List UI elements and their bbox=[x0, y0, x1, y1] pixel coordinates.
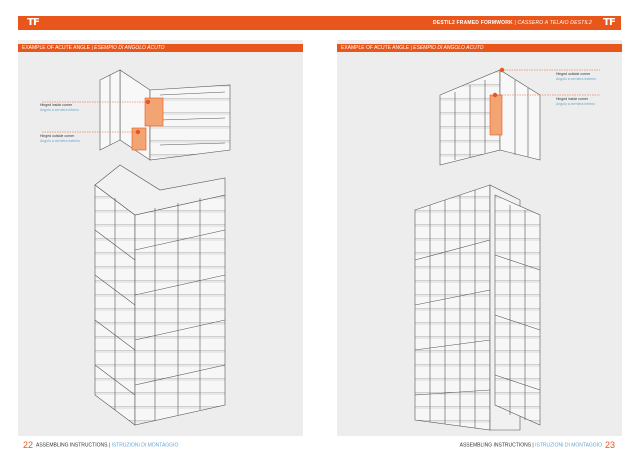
left-section-en: EXAMPLE OF ACUTE ANGLE bbox=[22, 45, 91, 51]
left-callout-2-en: Hinged outside corner bbox=[40, 134, 75, 138]
right-footer-it: ISTRUZIONI DI MONTAGGIO bbox=[535, 442, 602, 449]
header-bar bbox=[18, 16, 621, 30]
left-detail-drawing bbox=[99, 69, 231, 161]
right-callout-marker-1 bbox=[499, 67, 505, 73]
left-callout-marker-2 bbox=[135, 129, 141, 135]
left-callout-1-en: Hinged inside corner bbox=[40, 103, 73, 107]
left-main-drawing bbox=[94, 164, 226, 426]
left-section-title: EXAMPLE OF ACUTE ANGLE | ESEMPIO DI ANGO… bbox=[18, 44, 303, 52]
right-section-en: EXAMPLE OF ACUTE ANGLE bbox=[341, 45, 410, 51]
right-detail-drawing bbox=[439, 69, 541, 166]
left-callout-2: Hinged outside corner Angolo a cerniera … bbox=[40, 134, 80, 143]
right-callout-2-it: Angolo a cerniera interno bbox=[556, 101, 596, 106]
right-callout-marker-2 bbox=[492, 92, 498, 98]
left-section-it: ESEMPIO DI ANGOLO ACUTO bbox=[94, 45, 165, 51]
left-footer-it: ISTRUZIONI DI MONTAGGIO bbox=[111, 442, 179, 449]
left-callout-marker-1 bbox=[145, 99, 151, 105]
tf-logo-right: TF bbox=[603, 17, 616, 28]
header-title-en: DESTIL2 FRAMED FORMWORK bbox=[432, 20, 513, 26]
header-separator: | bbox=[512, 20, 518, 26]
right-callout-2-en: Hinged inside corner bbox=[556, 97, 589, 101]
right-footer-en: ASSEMBLING INSTRUCTIONS bbox=[459, 442, 532, 449]
right-main-drawing bbox=[414, 184, 541, 431]
header-title: DESTIL2 FRAMED FORMWORK | CASSERO A TELA… bbox=[433, 19, 592, 27]
left-footer-separator: | bbox=[107, 442, 112, 449]
tf-logo-left: TF bbox=[27, 17, 40, 28]
left-section-separator: | bbox=[90, 45, 95, 51]
right-callout-2: Hinged inside corner Angolo a cerniera i… bbox=[556, 97, 595, 106]
right-footer-separator: | bbox=[531, 442, 536, 449]
left-page-number: 22 bbox=[23, 440, 34, 450]
right-page-number: 23 bbox=[604, 440, 615, 450]
right-callout-1-en: Hinged outside corner bbox=[556, 72, 591, 76]
right-section-it: ESEMPIO DI ANGOLO ACUTO bbox=[413, 45, 484, 51]
left-callout-2-it: Angolo a cerniera esterno bbox=[40, 138, 81, 143]
right-callout-1-it: Angolo a cerniera esterno bbox=[556, 76, 597, 81]
left-callout-1: Hinged inside corner Angolo a cerniera i… bbox=[40, 103, 79, 112]
right-footer: ASSEMBLING INSTRUCTIONS | ISTRUZIONI DI … bbox=[459, 440, 618, 450]
left-callout-1-it: Angolo a cerniera interno bbox=[40, 107, 80, 112]
header-title-it: CASSERO A TELAIO DESTIL2 bbox=[517, 20, 592, 26]
left-footer-en: ASSEMBLING INSTRUCTIONS bbox=[36, 442, 108, 449]
right-callout-1: Hinged outside corner Angolo a cerniera … bbox=[556, 72, 596, 81]
right-section-separator: | bbox=[409, 45, 414, 51]
right-section-title: EXAMPLE OF ACUTE ANGLE | ESEMPIO DI ANGO… bbox=[337, 44, 622, 52]
